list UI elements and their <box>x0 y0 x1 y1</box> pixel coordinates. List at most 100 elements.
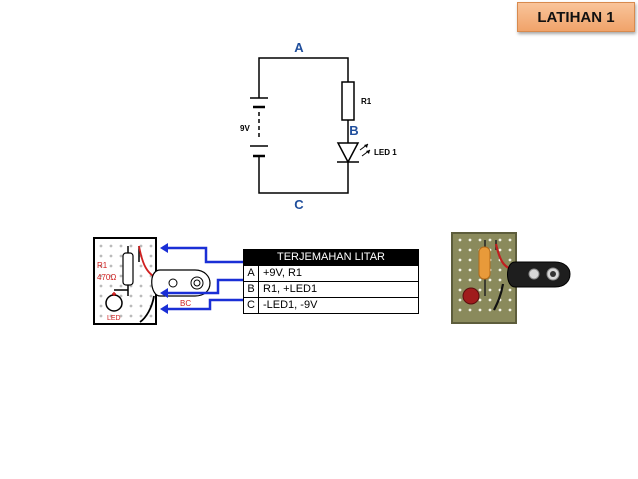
board-hole <box>149 254 153 258</box>
arrow-head-b <box>160 288 168 298</box>
bb-led-label: LED <box>107 315 121 322</box>
board-hole <box>139 264 143 268</box>
board-hole <box>458 258 462 262</box>
board-hole <box>468 248 472 252</box>
board-hole <box>109 314 113 318</box>
bb-r1-label: R1 <box>97 261 108 270</box>
board-hole <box>129 304 133 308</box>
board-hole <box>99 284 103 288</box>
board-hole <box>119 254 123 258</box>
node-b-label: B <box>349 123 358 138</box>
node-c-label: C <box>294 197 304 212</box>
circuit-translation-table: TERJEMAHAN LITAR A +9V, R1 B R1, +LED1 C… <box>243 249 419 314</box>
board-hole <box>99 254 103 258</box>
board-hole <box>478 238 482 242</box>
board-hole <box>458 238 462 242</box>
battery-label: 9V <box>240 124 250 133</box>
row-value: +9V, R1 <box>258 265 419 282</box>
row-value: -LED1, -9V <box>258 297 419 314</box>
board-hole <box>109 274 113 278</box>
board-hole <box>478 298 482 302</box>
board-hole <box>508 258 512 262</box>
row-key: A <box>243 265 259 282</box>
board-hole <box>109 244 113 248</box>
wire-node-c <box>258 157 349 194</box>
board-hole <box>488 288 492 292</box>
black-battery-lead <box>139 295 155 323</box>
led-label: LED 1 <box>374 148 397 157</box>
board-hole <box>99 314 103 318</box>
node-a-label: A <box>294 40 304 55</box>
table-header: TERJEMAHAN LITAR <box>243 249 419 266</box>
board-hole <box>498 308 502 312</box>
board-hole <box>488 278 492 282</box>
photo-resistor <box>478 246 491 280</box>
arrow-head-c <box>160 304 168 314</box>
board-hole <box>99 304 103 308</box>
led-component <box>105 294 123 312</box>
board-hole <box>498 248 502 252</box>
board-hole <box>149 244 153 248</box>
board-hole <box>488 238 492 242</box>
board-hole <box>458 308 462 312</box>
board-hole <box>119 294 123 298</box>
resistor-symbol <box>341 81 355 121</box>
board-hole <box>468 238 472 242</box>
board-hole <box>508 288 512 292</box>
board-hole <box>458 288 462 292</box>
photo-black-lead <box>493 283 505 311</box>
r1-body <box>122 252 134 286</box>
stripboard-photo <box>451 232 571 324</box>
board-hole <box>498 238 502 242</box>
board-hole <box>109 284 113 288</box>
board-hole <box>119 314 123 318</box>
bb-bc-label: BC <box>180 299 191 308</box>
board-hole <box>468 258 472 262</box>
bb-r1-value: 470Ω <box>97 273 116 282</box>
board-hole <box>139 274 143 278</box>
board-hole <box>478 278 482 282</box>
board-hole <box>508 248 512 252</box>
board-hole <box>119 274 123 278</box>
table-row: A +9V, R1 <box>243 265 419 282</box>
board-hole <box>478 308 482 312</box>
board-hole <box>488 308 492 312</box>
board-hole <box>139 294 143 298</box>
table-row: C -LED1, -9V <box>243 297 419 314</box>
board-hole <box>119 244 123 248</box>
board-hole <box>468 268 472 272</box>
exercise-badge: LATIHAN 1 <box>517 2 635 32</box>
board-hole <box>139 244 143 248</box>
photo-led <box>462 287 480 305</box>
board-hole <box>139 304 143 308</box>
resistor-label: R1 <box>361 97 372 106</box>
row-value: R1, +LED1 <box>258 281 419 298</box>
row-key: B <box>243 281 259 298</box>
table-row: B R1, +LED1 <box>243 281 419 298</box>
board-hole <box>458 298 462 302</box>
board-hole <box>129 294 133 298</box>
arrow-head-a <box>160 243 168 253</box>
board-hole <box>468 308 472 312</box>
board-hole <box>508 298 512 302</box>
board-hole <box>149 314 153 318</box>
board-hole <box>139 314 143 318</box>
board-hole <box>99 264 103 268</box>
board-hole <box>468 278 472 282</box>
board-hole <box>149 294 153 298</box>
board-hole <box>119 264 123 268</box>
board-hole <box>458 248 462 252</box>
led-symbol <box>336 142 371 164</box>
board-hole <box>139 284 143 288</box>
board-hole <box>109 264 113 268</box>
row-key: C <box>243 297 259 314</box>
board-hole <box>478 288 482 292</box>
board-hole <box>508 238 512 242</box>
wire-node-a <box>258 57 349 98</box>
battery-symbol <box>250 97 268 158</box>
schematic-diagram: A B C 9V R1 LED 1 <box>240 40 397 212</box>
board-hole <box>109 254 113 258</box>
badge-label: LATIHAN 1 <box>537 8 615 26</box>
board-hole <box>99 274 103 278</box>
